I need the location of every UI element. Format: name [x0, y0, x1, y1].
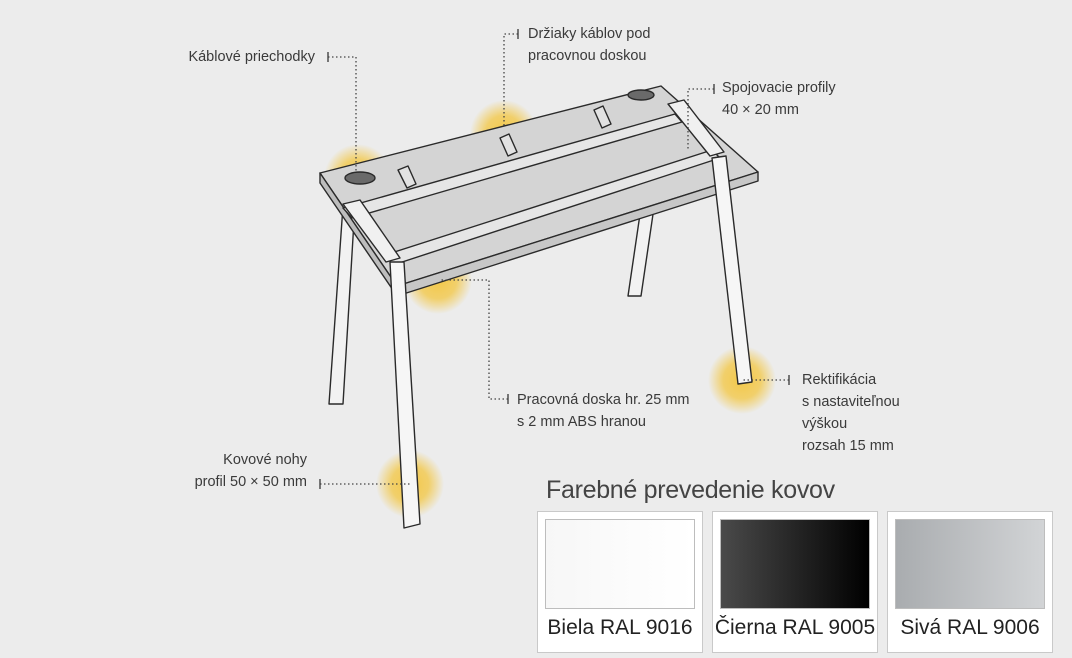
cross-right	[667, 99, 725, 157]
callout-line: profil 50 × 50 mm	[194, 474, 307, 490]
leader-lines	[320, 33, 789, 485]
back-left-leg	[328, 203, 356, 405]
cable-holder-3	[593, 105, 612, 129]
callout-line: Kovové nohy	[223, 452, 307, 468]
callout-cable-holders: Držiaky káblov pod pracovnou doskou	[528, 23, 651, 67]
callout-line: s 2 mm ABS hranou	[517, 414, 646, 430]
callout-legs: Kovové nohy profil 50 × 50 mm	[195, 449, 307, 493]
cable-hole-left	[344, 171, 376, 185]
callout-line: pracovnou doskou	[528, 48, 647, 64]
leader-caps	[319, 29, 790, 489]
callout-leveling: Rektifikácia s nastaviteľnou výškou rozs…	[802, 369, 900, 457]
callout-line: s nastaviteľnou	[802, 394, 900, 410]
callout-line: Rektifikácia	[802, 372, 877, 388]
swatch-color	[545, 519, 695, 609]
front-right-leg	[711, 155, 753, 385]
swatch-white: Biela RAL 9016	[537, 511, 703, 653]
swatch-black: Čierna RAL 9005	[712, 511, 878, 653]
cable-holder-1	[397, 165, 417, 189]
callout-line: 40 × 20 mm	[722, 102, 799, 118]
callout-connecting-profiles: Spojovacie profily 40 × 20 mm	[722, 77, 836, 121]
swatch-label: Sivá RAL 9006	[900, 616, 1040, 639]
swatch-label: Biela RAL 9016	[547, 616, 693, 639]
callout-line: Držiaky káblov pod	[528, 26, 651, 42]
swatch-color	[895, 519, 1045, 609]
swatch-silver: Sivá RAL 9006	[887, 511, 1053, 653]
callout-line: výškou	[802, 416, 848, 432]
swatch-label: Čierna RAL 9005	[714, 616, 876, 639]
callout-cable-holes: Káblové priechodky	[188, 46, 315, 68]
callout-line: Pracovná doska hr. 25 mm	[517, 392, 690, 408]
cable-holder-2	[499, 133, 518, 157]
front-left-leg	[389, 261, 421, 529]
callout-worktop: Pracovná doska hr. 25 mm s 2 mm ABS hran…	[517, 389, 689, 433]
cross-left	[342, 199, 401, 263]
swatch-section-title: Farebné prevedenie kovov	[546, 476, 835, 504]
desk-drawing	[319, 85, 759, 529]
swatch-color	[720, 519, 870, 609]
callout-line: Káblové priechodky	[188, 49, 315, 65]
callout-line: Spojovacie profily	[722, 80, 836, 96]
callout-line: rozsah 15 mm	[802, 438, 894, 454]
cable-hole-right	[627, 89, 655, 101]
